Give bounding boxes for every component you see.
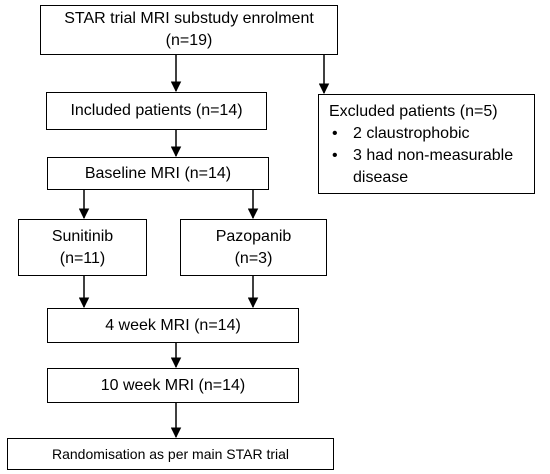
sunitinib-count: (n=11) bbox=[59, 249, 106, 267]
included-patients-box: Included patients (n=14) bbox=[46, 92, 267, 130]
pazopanib-label: Pazopanib bbox=[215, 227, 292, 245]
pazopanib-count: (n=3) bbox=[234, 249, 273, 267]
baseline-mri-label: Baseline MRI (n=14) bbox=[84, 164, 232, 182]
four-week-mri-box: 4 week MRI (n=14) bbox=[47, 308, 299, 343]
enrolment-title: STAR trial MRI substudy enrolment bbox=[64, 10, 314, 27]
sunitinib-label: Sunitinib bbox=[51, 227, 114, 245]
excluded-reason-item: 2 claustrophobic bbox=[329, 123, 526, 145]
excluded-patients-title: Excluded patients (n=5) bbox=[329, 103, 498, 120]
ten-week-mri-label: 10 week MRI (n=14) bbox=[100, 376, 246, 394]
excluded-reasons-list: 2 claustrophobic 3 had non-measurable di… bbox=[329, 123, 526, 189]
enrolment-count: (n=19) bbox=[165, 32, 213, 49]
included-patients-label: Included patients (n=14) bbox=[70, 102, 243, 119]
four-week-mri-label: 4 week MRI (n=14) bbox=[105, 316, 241, 334]
randomisation-box: Randomisation as per main STAR trial bbox=[7, 438, 334, 470]
pazopanib-box: Pazopanib (n=3) bbox=[180, 219, 327, 276]
excluded-patients-box: Excluded patients (n=5) 2 claustrophobic… bbox=[318, 94, 535, 194]
ten-week-mri-box: 10 week MRI (n=14) bbox=[47, 368, 299, 403]
enrolment-box: STAR trial MRI substudy enrolment (n=19) bbox=[40, 5, 338, 55]
randomisation-label: Randomisation as per main STAR trial bbox=[51, 446, 290, 462]
sunitinib-box: Sunitinib (n=11) bbox=[18, 219, 147, 276]
baseline-mri-box: Baseline MRI (n=14) bbox=[47, 157, 269, 190]
excluded-reason-item: 3 had non-measurable disease bbox=[329, 145, 526, 189]
